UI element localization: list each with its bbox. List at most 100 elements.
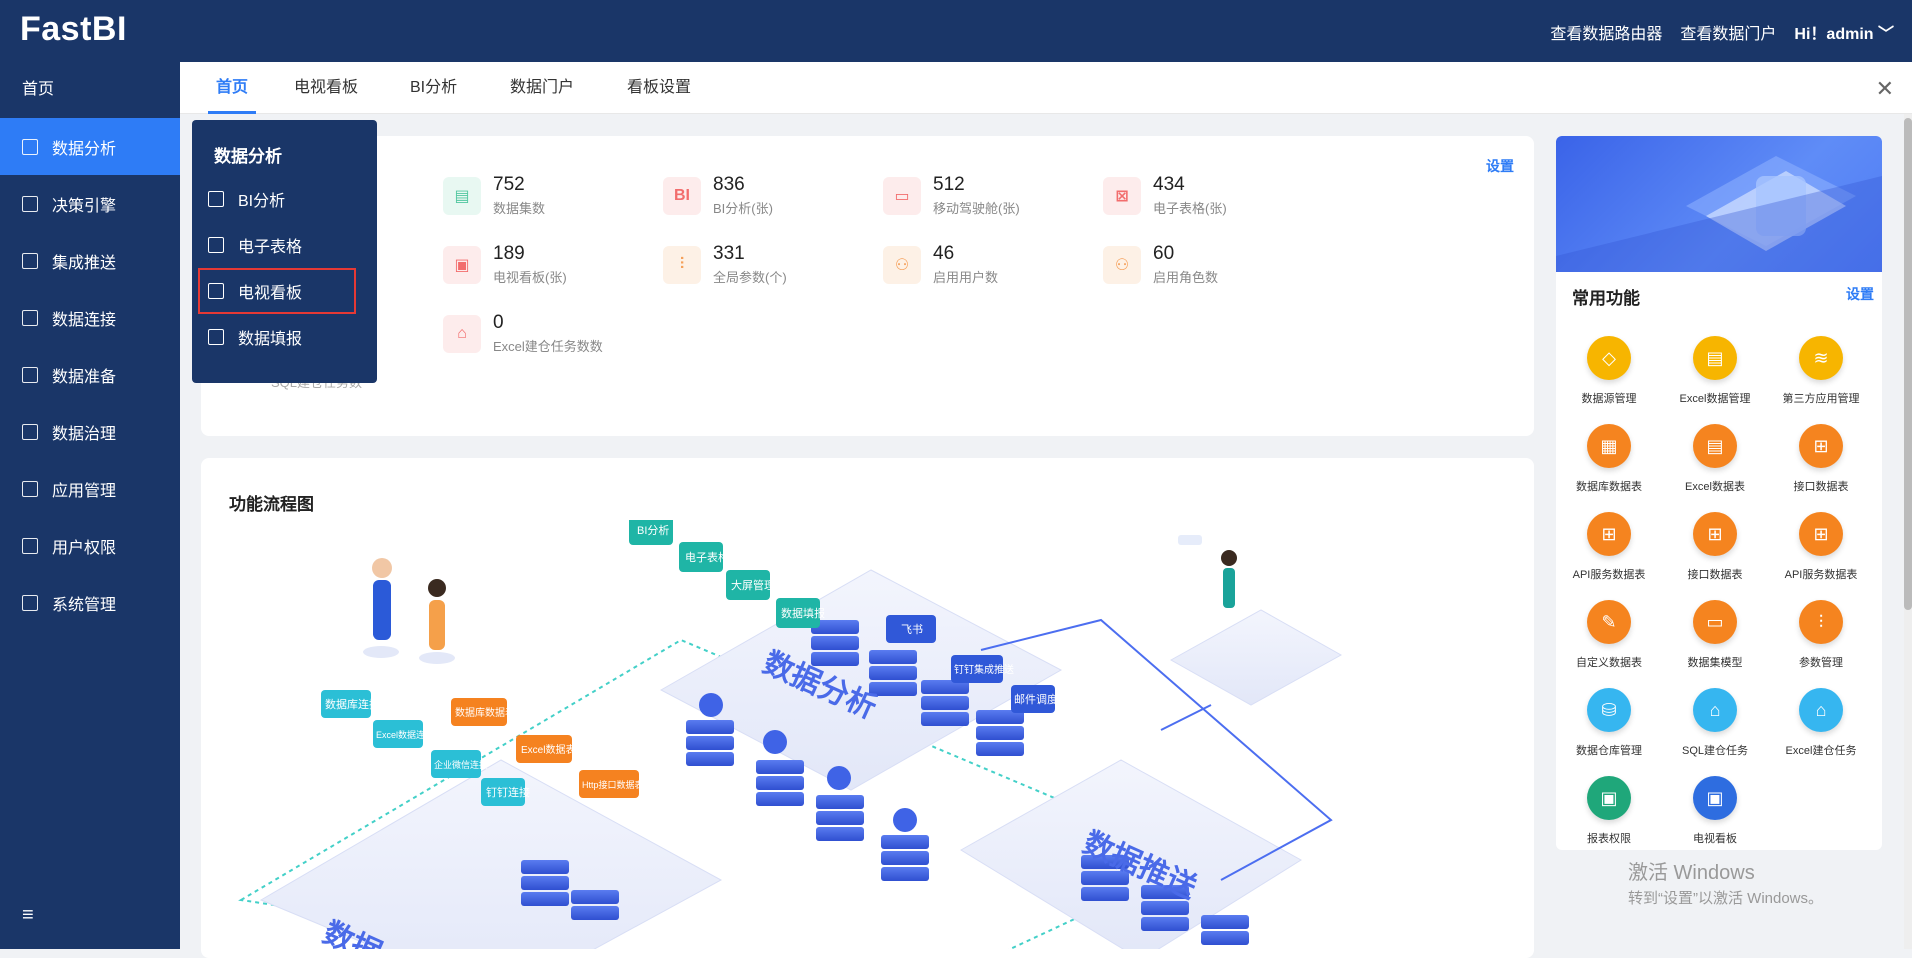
function-icon: ▤	[1693, 336, 1737, 380]
watermark-line2: 转到“设置”以激活 Windows。	[1628, 890, 1824, 907]
common-function-item[interactable]: ◇数据源管理	[1559, 336, 1659, 406]
sidebar-item-4[interactable]: 数据准备	[0, 346, 180, 403]
submenu-item-tv-dashboard[interactable]: 电视看板	[198, 268, 356, 314]
sidebar-item-7[interactable]: 用户权限	[0, 517, 180, 574]
common-function-item[interactable]: ⌂SQL建仓任务	[1665, 688, 1765, 758]
grid-icon	[22, 480, 38, 497]
sidebar: 首页 数据分析决策引擎集成推送数据连接数据准备数据治理应用管理用户权限系统管理 …	[0, 62, 180, 949]
common-function-item[interactable]: ▣电视看板	[1665, 776, 1765, 846]
stat-label: 电视看板(张)	[493, 270, 567, 285]
function-icon: ⊞	[1799, 512, 1843, 556]
function-icon: ▭	[1693, 600, 1737, 644]
sidebar-item-2[interactable]: 集成推送	[0, 232, 180, 289]
sidebar-item-label: 数据准备	[52, 368, 117, 386]
flow-tag-text: 钉钉集成推送	[954, 663, 1014, 676]
stat-icon: BI	[663, 176, 701, 215]
common-function-item[interactable]: ✎自定义数据表	[1559, 600, 1659, 670]
common-function-item[interactable]: ▤Excel数据表	[1665, 424, 1765, 494]
common-function-item[interactable]: ⊞API服务数据表	[1559, 512, 1659, 582]
tab-bi-analysis[interactable]: BI分析	[410, 79, 458, 96]
stat-value: 434	[1153, 174, 1185, 195]
common-settings-link[interactable]: 设置	[1846, 286, 1874, 302]
settings-icon	[22, 594, 38, 611]
stat-value: 836	[713, 174, 745, 195]
flow-tag-text: Excel数据连接	[376, 729, 434, 740]
sidebar-item-8[interactable]: 系统管理	[0, 574, 180, 631]
sidebar-item-home[interactable]: 首页	[22, 81, 55, 98]
stat-label: 启用用户数	[933, 270, 999, 285]
ai-icon	[22, 195, 38, 212]
function-icon: ⊞	[1693, 512, 1737, 556]
flow-tag-text: 企业微信连接	[434, 759, 488, 770]
flow-tag-text: Excel数据表	[521, 743, 575, 756]
common-function-item[interactable]: ⌂Excel建仓任务	[1771, 688, 1871, 758]
close-icon[interactable]: ✕	[1875, 76, 1894, 101]
monitor-icon	[208, 283, 224, 299]
table-icon	[208, 237, 224, 253]
form-icon	[208, 329, 224, 345]
stat-icon: ⚇	[883, 245, 921, 284]
sidebar-item-5[interactable]: 数据治理	[0, 403, 180, 460]
tab-dashboard-settings[interactable]: 看板设置	[627, 79, 692, 96]
function-icon: ⫶	[1799, 600, 1843, 644]
function-label: 报表权限	[1587, 833, 1631, 845]
data-router-link[interactable]: 查看数据路由器	[1550, 26, 1663, 43]
banner-illustration	[1556, 136, 1882, 272]
submenu-item-spreadsheet[interactable]: 电子表格	[208, 222, 358, 268]
sidebar-item-1[interactable]: 决策引擎	[0, 175, 180, 232]
flow-tag-text: 数据库数据表	[455, 706, 515, 719]
common-function-item[interactable]: ⊞接口数据表	[1665, 512, 1765, 582]
common-function-item[interactable]: ▭数据集模型	[1665, 600, 1765, 670]
sidebar-item-3[interactable]: 数据连接	[0, 289, 180, 346]
banner-graphic	[1556, 156, 1882, 272]
function-label: 数据源管理	[1581, 393, 1637, 405]
submenu-item-data-fill[interactable]: 数据填报	[208, 314, 358, 360]
common-function-item[interactable]: ▣报表权限	[1559, 776, 1659, 846]
function-label: API服务数据表	[1784, 569, 1858, 581]
app-logo: FastBI	[20, 10, 127, 48]
platform-person	[1169, 609, 1343, 706]
collapse-sidebar-icon[interactable]: ≡	[22, 904, 34, 926]
tab-tv-dashboard[interactable]: 电视看板	[294, 79, 359, 96]
flow-diagram: BI分析 电子表格 大屏管理 数据填报 数据库连接 Excel数据连接 企业微信…	[201, 520, 1409, 949]
top-links: 查看数据路由器 查看数据门户 Hi！admin ﹀	[1550, 20, 1894, 44]
common-function-item[interactable]: ⊞接口数据表	[1771, 424, 1871, 494]
common-function-item[interactable]: ⊞ API服务数据表	[1771, 512, 1871, 582]
common-function-item[interactable]: ⛁数据仓库管理	[1559, 688, 1659, 758]
user-menu[interactable]: Hi！admin ﹀	[1794, 26, 1894, 43]
sidebar-item-6[interactable]: 应用管理	[0, 460, 180, 517]
common-function-item[interactable]: ⫶参数管理	[1771, 600, 1871, 670]
chart-icon	[22, 138, 38, 155]
stat-icon: ▤	[443, 176, 481, 215]
sidebar-item-label: 集成推送	[52, 254, 117, 272]
sidebar-item-label: 应用管理	[52, 482, 117, 500]
common-function-item[interactable]: ▦数据库数据表	[1559, 424, 1659, 494]
user-icon	[22, 537, 38, 554]
tab-data-portal[interactable]: 数据门户	[510, 79, 575, 96]
flow-tag-text: BI分析	[637, 523, 669, 537]
submenu-item-bi-analysis[interactable]: BI分析	[208, 176, 358, 222]
function-label: 接口数据表	[1793, 481, 1849, 493]
stats-settings-link[interactable]: 设置	[1486, 158, 1514, 174]
tab-home[interactable]: 首页	[208, 62, 257, 114]
scrollbar-thumb[interactable]	[1904, 118, 1912, 610]
bar-chart-icon	[22, 252, 38, 269]
common-title: 常用功能	[1572, 289, 1640, 308]
common-function-item[interactable]: ▤Excel数据管理	[1665, 336, 1765, 406]
common-function-item[interactable]: ≋第三方应用管理	[1771, 336, 1871, 406]
function-icon: ⛁	[1587, 688, 1631, 732]
stat-icon: ⚇	[1103, 245, 1141, 284]
data-portal-link[interactable]: 查看数据门户	[1680, 26, 1777, 43]
function-icon: ▤	[1693, 424, 1737, 468]
sidebar-item-0[interactable]: 数据分析	[0, 118, 180, 175]
